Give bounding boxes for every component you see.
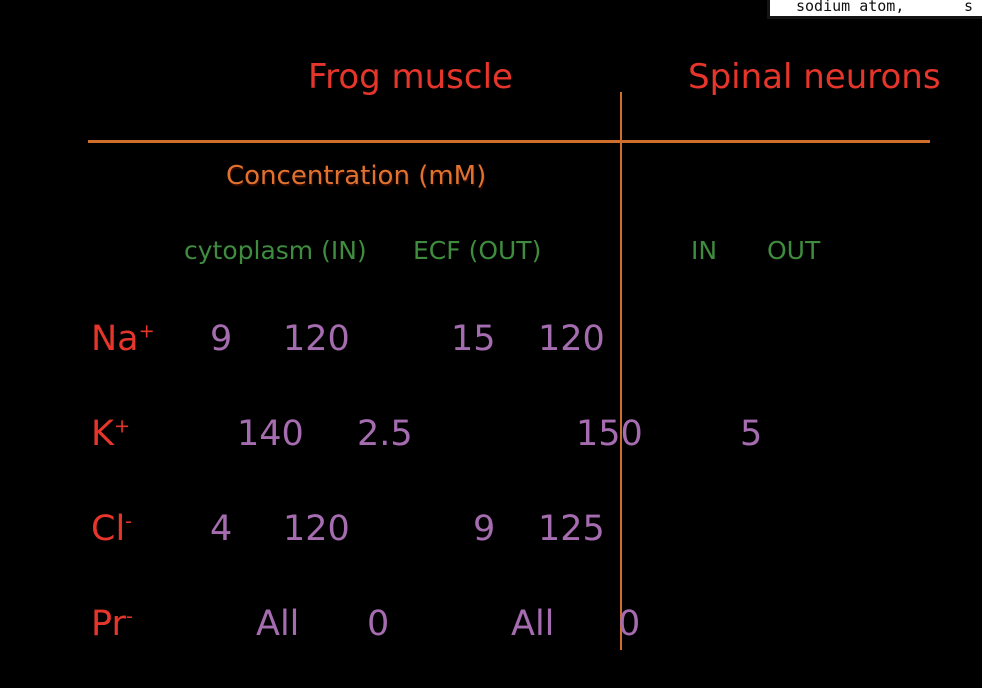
cell-value: 4 [210, 509, 233, 549]
ion-charge: + [113, 414, 131, 438]
cell-value: 0 [367, 604, 390, 644]
ion-symbol: Pr [91, 604, 126, 644]
table-row-k: K+ 140 2.5 150 5 [0, 415, 982, 461]
column-header-cytoplasm-in: cytoplasm (IN) [184, 236, 367, 265]
ion-label-cl: Cl- [91, 510, 132, 549]
cell-value: 0 [618, 604, 641, 644]
column-header-ecf-out: ECF (OUT) [413, 236, 542, 265]
column-header-in: IN [691, 236, 718, 265]
cell-value: 150 [576, 414, 643, 454]
ion-symbol: Cl [91, 509, 126, 549]
cell-value: 15 [451, 319, 496, 359]
horizontal-divider [88, 140, 930, 143]
cell-value: 2.5 [357, 414, 413, 454]
group-header-spinal-neurons: Spinal neurons [688, 57, 941, 97]
cell-value: 120 [538, 319, 605, 359]
ion-symbol: Na [91, 319, 139, 359]
ion-label-na: Na+ [91, 320, 155, 359]
ion-charge: + [138, 319, 155, 343]
ion-label-k: K+ [91, 415, 130, 454]
subtitle-concentration: Concentration (mM) [226, 161, 487, 191]
ion-charge: - [125, 604, 133, 628]
cell-value: All [256, 604, 300, 644]
overlay-window-fragment: sodium atom, s [767, 0, 982, 19]
overlay-window-partial-text: s [964, 0, 974, 15]
cell-value: 9 [210, 319, 233, 359]
ion-symbol: K [91, 414, 114, 454]
ion-label-pr: Pr- [91, 605, 133, 644]
cell-value: 120 [283, 319, 350, 359]
column-header-out: OUT [767, 236, 821, 265]
overlay-window-text: sodium atom, [796, 0, 905, 15]
cell-value: 125 [538, 509, 605, 549]
cell-value: 140 [237, 414, 304, 454]
cell-value: 9 [473, 509, 496, 549]
cell-value: 120 [283, 509, 350, 549]
table-row-na: Na+ 9 120 15 120 [0, 320, 982, 366]
cell-value: All [511, 604, 555, 644]
cell-value: 5 [740, 414, 763, 454]
ion-charge: - [125, 509, 133, 533]
table-row-cl: Cl- 4 120 9 125 [0, 510, 982, 556]
group-header-frog-muscle: Frog muscle [308, 57, 513, 97]
table-row-pr: Pr- All 0 All 0 [0, 605, 982, 651]
vertical-divider [620, 92, 622, 650]
